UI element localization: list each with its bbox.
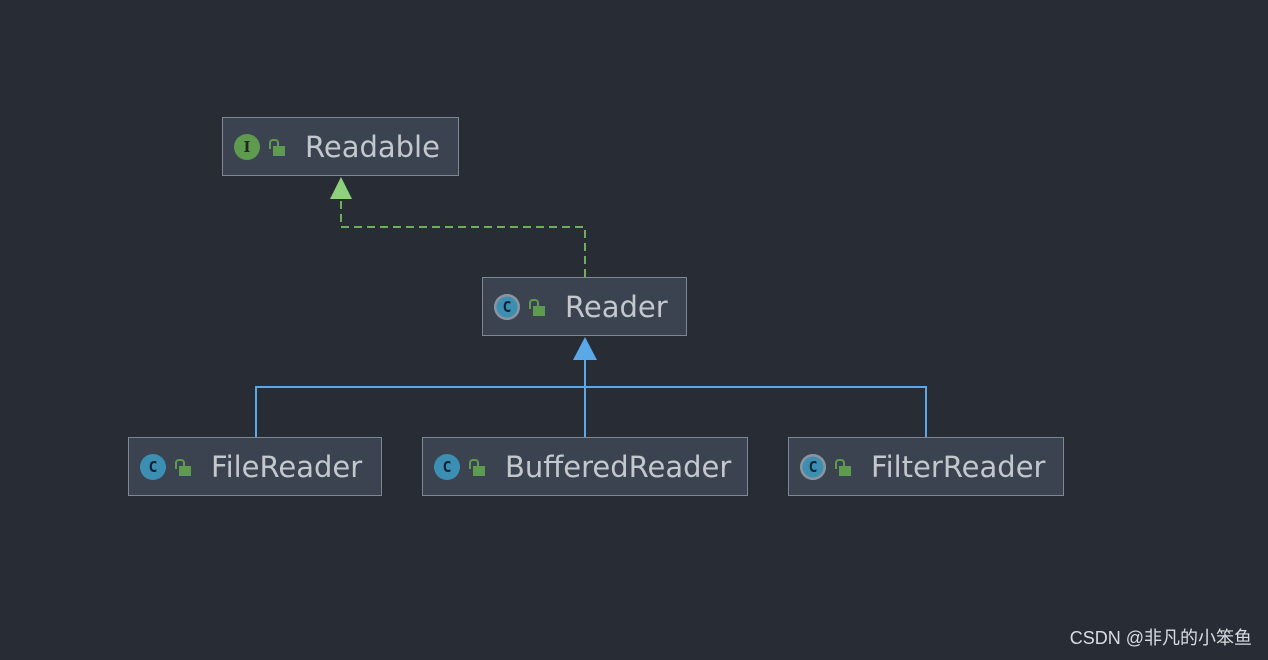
extends-edge-filereader-reader xyxy=(255,386,585,437)
class-node-readable[interactable]: I Readable xyxy=(222,117,459,176)
implements-edge-reader-readable xyxy=(340,198,586,277)
watermark: CSDN @非凡的小笨鱼 xyxy=(1069,628,1252,648)
public-visibility-icon xyxy=(835,458,851,476)
public-visibility-icon xyxy=(269,138,285,156)
public-visibility-icon xyxy=(529,298,545,316)
interface-icon: I xyxy=(234,133,260,160)
abstract-class-icon: C xyxy=(494,293,520,320)
class-icon: C xyxy=(140,453,166,480)
class-node-filterreader[interactable]: C FilterReader xyxy=(788,437,1064,496)
extends-edge-filterreader-reader xyxy=(585,386,927,437)
class-name-label: Reader xyxy=(565,289,668,324)
class-name-label: Readable xyxy=(305,129,440,164)
class-icon: C xyxy=(434,453,460,480)
public-visibility-icon xyxy=(175,458,191,476)
implements-arrowhead xyxy=(330,177,352,199)
public-visibility-icon xyxy=(469,458,485,476)
extends-arrowhead xyxy=(573,337,597,360)
class-name-label: FileReader xyxy=(211,449,363,484)
class-name-label: BufferedReader xyxy=(505,449,732,484)
class-node-reader[interactable]: C Reader xyxy=(482,277,687,336)
abstract-class-icon: C xyxy=(800,453,826,480)
class-name-label: FilterReader xyxy=(871,449,1046,484)
class-node-filereader[interactable]: C FileReader xyxy=(128,437,382,496)
class-node-bufferedreader[interactable]: C BufferedReader xyxy=(422,437,748,496)
